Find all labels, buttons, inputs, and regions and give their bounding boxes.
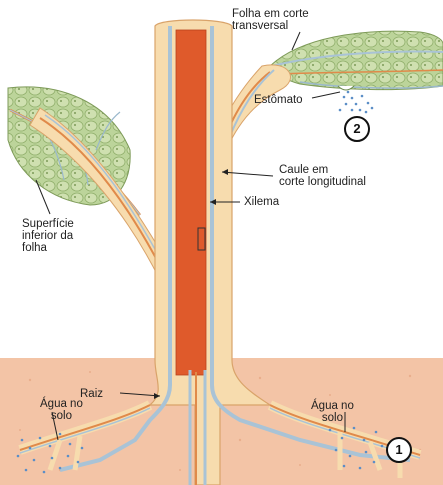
- step-2-marker: 2: [344, 116, 370, 142]
- stem-label-line-1: Caule em: [279, 164, 366, 176]
- phloem: [176, 30, 206, 375]
- leaf-cross-section-line-2: transversal: [232, 20, 309, 32]
- xylem-label: Xilema: [244, 196, 279, 208]
- leaf-underside-line-2: inferior da: [22, 230, 74, 242]
- stem-label: Caule em corte longitudinal: [279, 164, 366, 188]
- soil-water-right-line-2: solo: [311, 412, 354, 424]
- soil-water-left-line-1: Água no: [40, 398, 83, 410]
- soil-water-left-line-2: solo: [40, 410, 83, 422]
- soil-water-right-line-1: Água no: [311, 400, 354, 412]
- stomata-opening: [338, 86, 354, 90]
- root-label: Raiz: [80, 388, 103, 400]
- leaf-cross-section-label: Folha em corte transversal: [232, 8, 309, 32]
- step-1-marker: 1: [386, 437, 412, 463]
- leaf-underside-label: Superfície inferior da folha: [22, 218, 74, 254]
- leaf-underside-line-3: folha: [22, 242, 74, 254]
- stomata-label: Estômato: [254, 94, 303, 106]
- soil-water-right-label: Água no solo: [311, 400, 354, 424]
- leaf-cross-section-line-1: Folha em corte: [232, 8, 309, 20]
- leaf-underside-line-1: Superfície: [22, 218, 74, 230]
- water-vapor: [339, 91, 374, 114]
- stem-label-line-2: corte longitudinal: [279, 176, 366, 188]
- soil-water-left-label: Água no solo: [40, 398, 83, 422]
